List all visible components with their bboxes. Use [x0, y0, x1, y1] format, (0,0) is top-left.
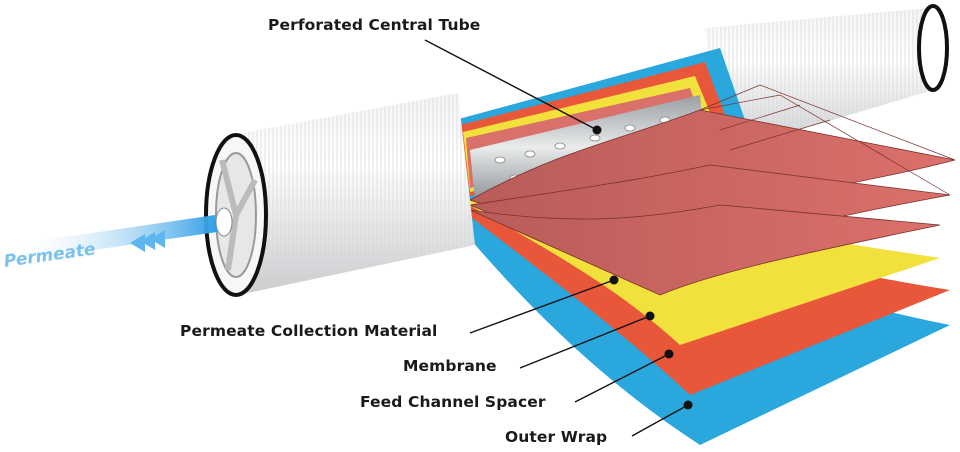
label-permeate-collection-material: Permeate Collection Material [180, 322, 438, 340]
marker-dot [645, 311, 655, 321]
flow-arrows-icon [130, 230, 165, 252]
marker-dot [609, 275, 619, 285]
label-feed-channel-spacer: Feed Channel Spacer [360, 393, 546, 411]
label-outer-wrap: Outer Wrap [505, 428, 608, 446]
marker-dot [683, 400, 693, 410]
leader-line [574, 353, 670, 403]
permeate-flow [10, 215, 217, 262]
collection-sheet [469, 204, 941, 296]
label-membrane: Membrane [403, 357, 497, 375]
leader-line [469, 279, 615, 334]
label-perforated-central-tube: Perforated Central Tube [268, 16, 481, 34]
leader-line [519, 315, 651, 369]
leader-line [631, 404, 689, 437]
leader-line [424, 39, 598, 131]
marker-dot [592, 125, 602, 135]
marker-dot [664, 349, 674, 359]
